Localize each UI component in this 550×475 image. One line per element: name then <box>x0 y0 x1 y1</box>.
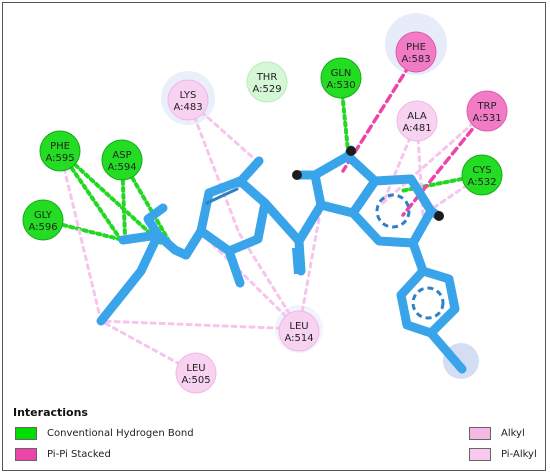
residue-id: A:483 <box>173 102 202 113</box>
residue-thr529[interactable]: THR A:529 <box>246 61 288 103</box>
residue-name: THR <box>256 72 278 83</box>
aromatic-ring <box>411 286 445 320</box>
legend-label: Conventional Hydrogen Bond <box>47 427 194 439</box>
double-bond <box>292 247 298 275</box>
legend-label: Pi-Pi Stacked <box>47 448 111 460</box>
residue-name: PHE <box>50 141 70 152</box>
atom-cap <box>434 211 444 221</box>
legend-label: Alkyl <box>501 427 525 439</box>
residue-lys483[interactable]: LYS A:483 <box>167 79 209 121</box>
legend-item-pipi: Pi-Pi Stacked <box>15 446 111 462</box>
atom-cap <box>292 170 302 180</box>
residue-trp531[interactable]: TRP A:531 <box>466 90 508 132</box>
residue-ala481[interactable]: ALA A:481 <box>396 100 438 142</box>
legend-label: Pi-Alkyl <box>501 448 537 460</box>
atom-cap <box>346 146 356 156</box>
residue-id: A:583 <box>401 54 430 65</box>
residue-name: LEU <box>289 321 308 332</box>
residue-id: A:596 <box>28 222 57 233</box>
legend-swatch-pipi <box>15 447 37 461</box>
residue-name: TRP <box>476 101 496 112</box>
alkyl-line <box>381 119 419 205</box>
alkyl-line <box>381 109 489 205</box>
legend-swatch-alkyl <box>469 426 491 440</box>
alkyl-line <box>297 206 323 331</box>
alkyl-line <box>99 319 301 331</box>
residue-id: A:514 <box>284 333 313 344</box>
residue-asp594[interactable]: ASP A:594 <box>101 139 143 181</box>
hbond-line <box>58 149 165 247</box>
pipi-line <box>401 109 489 217</box>
alkyl-line <box>58 149 103 323</box>
residue-phe583[interactable]: PHE A:583 <box>395 31 437 73</box>
residue-id: A:531 <box>472 113 501 124</box>
residue-id: A:595 <box>45 153 74 164</box>
residue-name: LEU <box>186 363 205 374</box>
alkyl-line <box>199 231 301 331</box>
ligand-structure <box>96 145 467 374</box>
legend-title: Interactions <box>13 406 88 419</box>
residue-id: A:532 <box>467 177 496 188</box>
alkyl-line <box>237 231 301 331</box>
residue-gly596[interactable]: GLY A:596 <box>22 199 64 241</box>
residue-cys532[interactable]: CYS A:532 <box>461 154 503 196</box>
residue-phe595[interactable]: PHE A:595 <box>39 130 81 172</box>
residue-nodes: PHE A:595 ASP A:594 GLY A:596 LYS A:483 … <box>22 31 508 394</box>
legend-swatch-hbond <box>15 426 37 440</box>
residue-leu514[interactable]: LEU A:514 <box>278 310 320 352</box>
diagram-frame: PHE A:595 ASP A:594 GLY A:596 LYS A:483 … <box>2 2 546 471</box>
residue-id: A:481 <box>402 123 431 134</box>
aromatic-ring <box>375 193 411 229</box>
residue-name: ALA <box>407 111 427 122</box>
residue-name: GLY <box>34 210 53 221</box>
alkyl-line <box>186 98 261 165</box>
interaction-diagram: PHE A:595 ASP A:594 GLY A:596 LYS A:483 … <box>22 13 508 394</box>
residue-name: LYS <box>180 90 197 101</box>
residue-gln530[interactable]: GLN A:530 <box>320 57 362 99</box>
residue-name: ASP <box>112 150 131 161</box>
residue-name: CYS <box>472 165 491 176</box>
residue-id: A:530 <box>326 80 355 91</box>
legend-item-pialkyl: Pi-Alkyl <box>469 446 537 462</box>
alkyl-line <box>186 98 241 235</box>
legend-item-hbond: Conventional Hydrogen Bond <box>15 425 194 441</box>
residue-id: A:505 <box>181 375 210 386</box>
residue-name: GLN <box>331 68 352 79</box>
legend-item-alkyl: Alkyl <box>469 425 525 441</box>
residue-id: A:529 <box>252 84 281 95</box>
residue-name: PHE <box>406 42 426 53</box>
alkyl-line <box>415 119 425 217</box>
residue-leu505[interactable]: LEU A:505 <box>175 352 217 394</box>
residue-id: A:594 <box>107 162 136 173</box>
legend-swatch-pialkyl <box>469 447 491 461</box>
